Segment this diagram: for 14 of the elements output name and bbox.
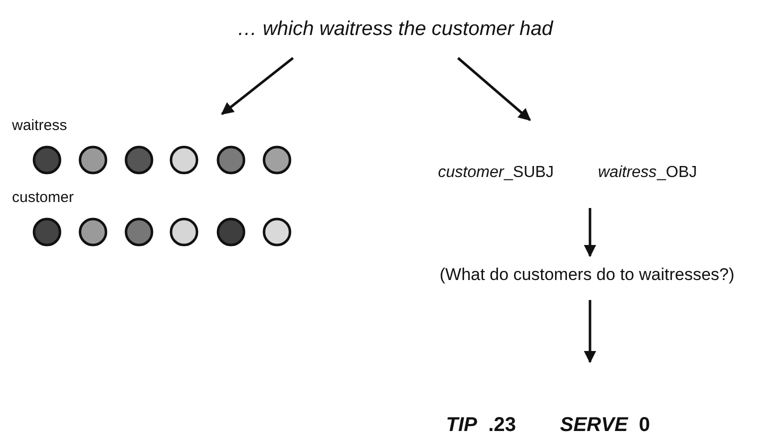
role-label: waitress xyxy=(598,164,657,182)
vector-label: waitress xyxy=(12,118,68,134)
arrow xyxy=(584,208,596,258)
vector-label: customer xyxy=(12,190,74,206)
arrow xyxy=(584,300,596,364)
arrow xyxy=(457,57,531,121)
role-label: _SUBJ xyxy=(504,164,554,182)
score-text: SERVE 0 xyxy=(560,414,650,436)
role-label: customer xyxy=(438,164,504,182)
question-text: (What do customers do to waitresses?) xyxy=(438,266,736,285)
role-label: _OBJ xyxy=(657,164,698,182)
title-text: … which waitress the customer had xyxy=(236,18,554,40)
score-text: TIP .23 xyxy=(446,414,516,436)
arrow xyxy=(221,57,294,115)
